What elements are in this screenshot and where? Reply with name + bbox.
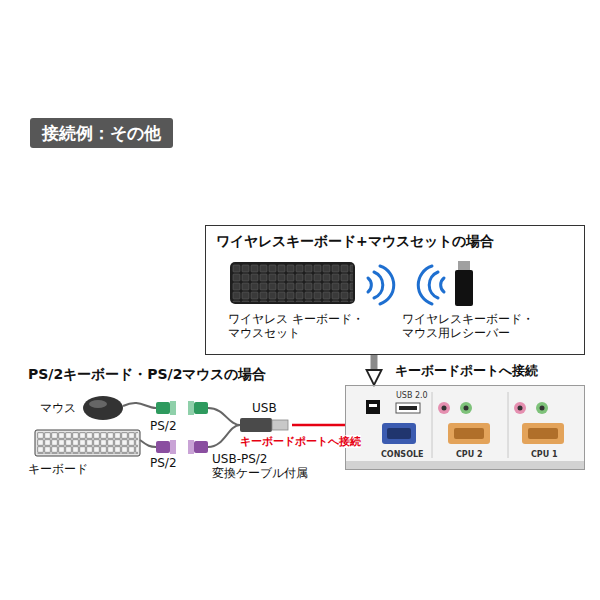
connector-name: USB [252,401,277,415]
kvm-switch: USB 2.0CONSOLE CPU 2 CPU 1 [345,385,585,470]
keyboard-port [366,400,380,414]
connector-name: PS/2 [150,456,177,470]
usb-receiver [455,261,473,306]
part-name: ワイヤレスキーボード・ マウス用レシーバー [402,312,552,341]
adapter-cable [208,425,240,447]
keyboard-cable [140,440,156,447]
keyboard-port-slot [369,404,377,407]
connector-arrow [371,355,378,370]
vga-port-inner [454,428,484,439]
receiver-body [455,270,473,306]
ps2-keyboard [35,430,156,456]
audio-jack [540,406,545,411]
receiver-tip [458,261,470,271]
audio-jack [438,402,450,414]
switch-base [346,461,584,469]
callout-note: キーボードポートへ接続 [240,435,361,448]
wave [368,278,371,292]
adapter-cable [208,408,240,425]
port-label: CPU 2 [456,450,483,460]
mouse-body [83,396,123,420]
mouse-highlight [89,400,107,408]
ps2-socket-green [194,402,208,414]
ps2-mouse [83,396,156,420]
kvm-switch-illustration [345,385,585,470]
usb-plug-body [240,418,272,432]
vga-port [448,423,490,444]
usb-port [396,403,420,413]
ps2-plug-green [170,401,176,415]
wave [380,266,394,304]
ps2-plug-purple [170,440,176,454]
keyboard-keys [37,432,138,454]
switch-body [345,385,585,470]
ps2-plug-green [156,402,170,414]
ps2-socket-green [188,401,194,415]
port-label: CONSOLE [381,450,424,460]
mouse-cable [123,403,156,408]
title-badge: 接続例：その他 [30,118,173,148]
wave [441,278,444,292]
connector-name: PS/2 [150,419,177,433]
callout-note: キーボードポートへ接続 [395,363,538,379]
wave [429,272,438,298]
ps2-plug-purple [156,441,170,453]
vga-port-inner [528,428,558,439]
part-name: マウス [40,401,76,415]
ps2-socket-purple [194,441,208,453]
usb-plug [240,418,288,432]
port-label: USB 2.0 [396,391,428,401]
ps2-socket-purple [188,440,194,454]
wireless-keyboard [230,262,355,304]
vga-port [522,423,564,444]
wireless-waves [368,266,444,304]
section-heading: PS/2キーボード・PS/2マウスの場合 [28,366,266,383]
audio-jack [518,406,523,411]
usb-plug-metal [272,420,288,430]
keyboard-body [35,430,140,456]
keyboard-keys [232,264,353,302]
vga-port-inner [387,428,411,439]
usb-port-slot [399,406,417,410]
part-name: ワイヤレス キーボード・マウスセット [228,312,378,341]
audio-jack [442,406,447,411]
divider [508,392,509,458]
port-label: CPU 1 [531,450,558,460]
audio-jack [460,402,472,414]
audio-jack [536,402,548,414]
keyboard-body [230,262,355,304]
audio-jack [464,406,469,411]
vga-port [382,423,416,444]
wave [418,266,432,304]
divider [432,392,433,458]
audio-jack [514,402,526,414]
panel-heading: ワイヤレスキーボード+マウスセットの場合 [216,233,494,250]
red-arrow [292,424,351,427]
wave [374,272,383,298]
accessory-note: USB-PS/2 変換ケーブル付属 [212,452,322,481]
part-name: キーボード [28,462,88,476]
